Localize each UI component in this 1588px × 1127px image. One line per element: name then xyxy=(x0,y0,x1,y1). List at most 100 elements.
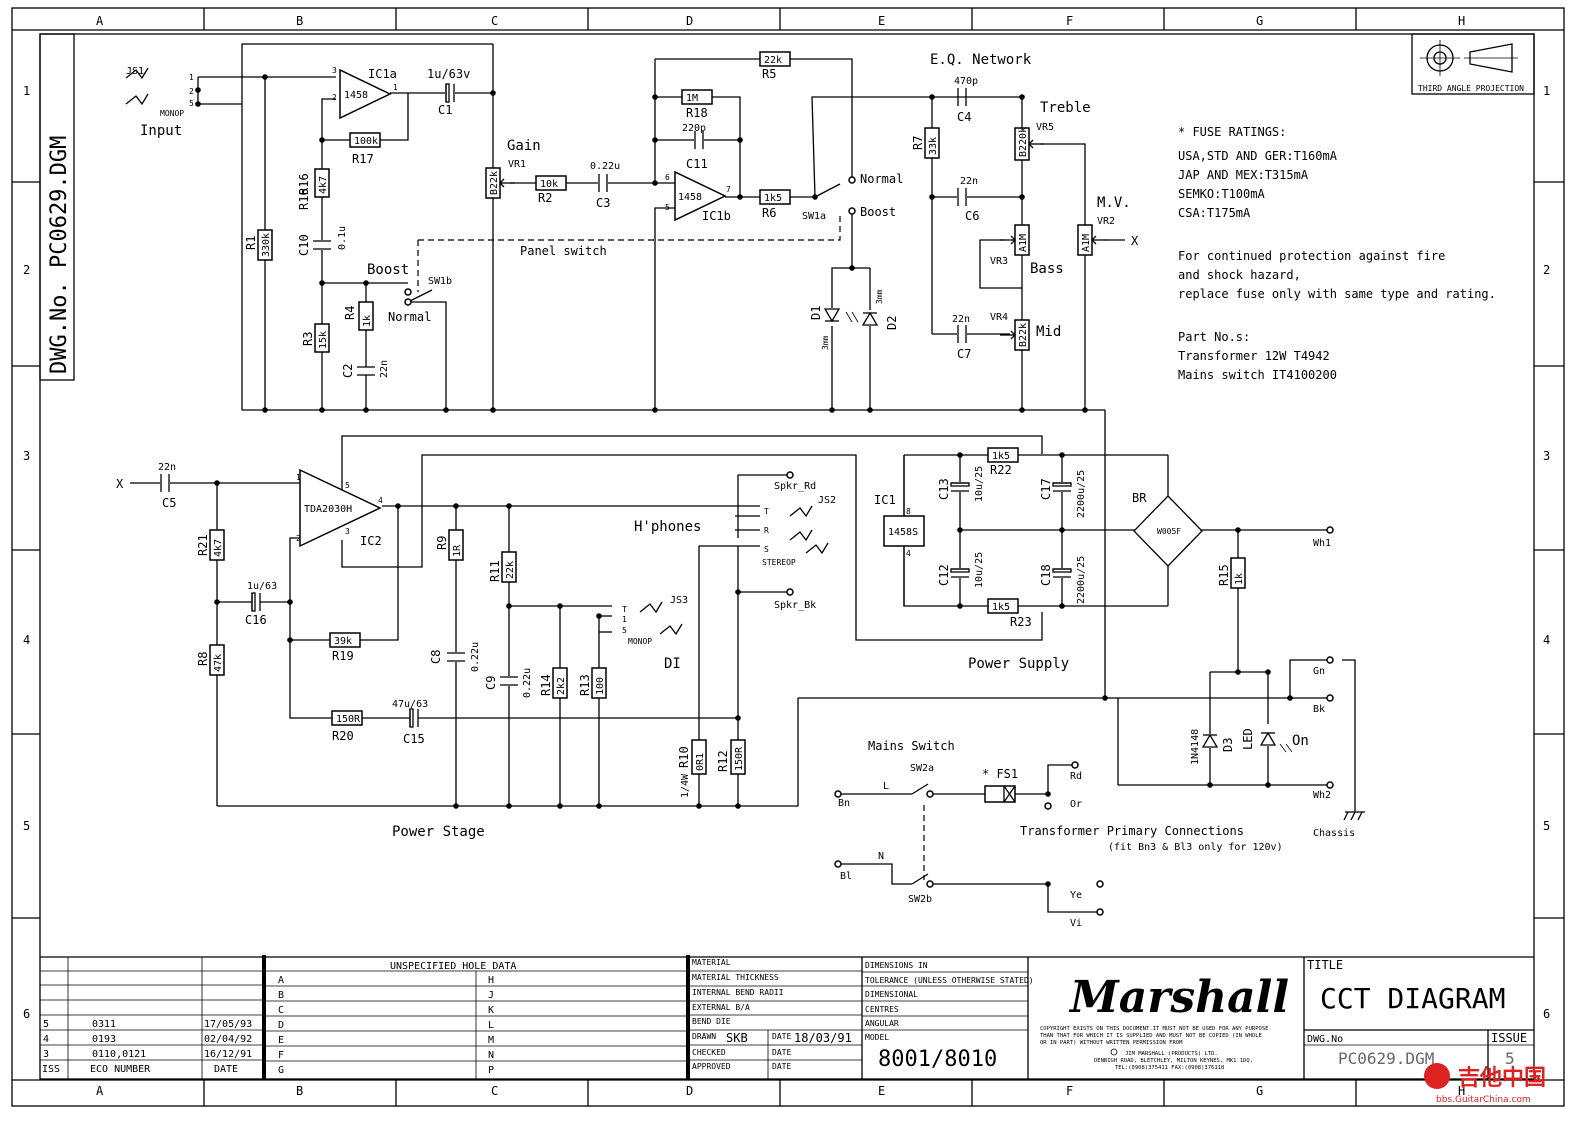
junction-dot xyxy=(1235,527,1241,533)
grid-column-label: E xyxy=(878,1084,885,1098)
warning-line: and shock hazard, xyxy=(1178,268,1301,282)
js3-label: JS3 xyxy=(670,595,688,606)
power-supply-title: Power Supply xyxy=(968,656,1069,672)
vr3-bass-pot-value: A1M xyxy=(1018,234,1029,252)
terminal xyxy=(1326,781,1334,789)
model-number: 8001/8010 xyxy=(878,1047,997,1072)
r10-rating: 1/4W xyxy=(680,773,691,798)
r13-label: R13 xyxy=(578,674,592,696)
header-iss: ISS xyxy=(42,1064,60,1075)
terminal xyxy=(404,298,412,306)
junction-dot xyxy=(596,613,602,619)
drawn-date-label: DATE xyxy=(772,1032,791,1041)
tolerance-label: TOLERANCE (UNLESS OTHERWISE STATED) xyxy=(865,976,1034,985)
ic2-pin: 3 xyxy=(345,527,350,536)
title-block: UNSPECIFIED HOLE DATA MATERIAL MATERIAL … xyxy=(40,955,1546,1105)
c10-value: 0.1u xyxy=(337,226,348,250)
treble-label: Treble xyxy=(1040,100,1091,116)
terminal xyxy=(404,288,412,296)
sw1b-switch-arm[interactable] xyxy=(407,289,433,303)
vr5-treble-pot[interactable]: B220k xyxy=(1014,127,1044,161)
r10-resistor: 0R1 xyxy=(691,739,707,775)
led-indicator xyxy=(1259,731,1277,746)
d1-label: D1 xyxy=(809,306,823,320)
grid-column-label: C xyxy=(491,14,498,28)
watermark-url: bbs.GuitarChina.com xyxy=(1436,1095,1531,1105)
r4-resistor: 1k xyxy=(358,301,374,331)
primary-connections-title: Transformer Primary Connections xyxy=(1020,824,1244,838)
junctions xyxy=(195,74,1293,887)
r21-label: R21 xyxy=(196,534,210,556)
drawing-title: CCT DIAGRAM xyxy=(1320,982,1505,1015)
r14-resistor-value: 2k2 xyxy=(556,677,567,695)
js1-monop: MONOP xyxy=(160,109,184,118)
c5-capacitor xyxy=(160,474,170,492)
c7-label: C7 xyxy=(957,347,971,361)
junction-dot xyxy=(929,194,935,200)
junction-dot xyxy=(319,137,325,143)
ic1a-pin1: 1 xyxy=(393,83,398,92)
r9-resistor-value: 1R xyxy=(452,544,463,557)
r22-resistor: 1k5 xyxy=(987,447,1019,463)
wire-rd: Rd xyxy=(1070,771,1082,782)
js2-ring xyxy=(789,529,813,542)
r4-resistor-value: 1k xyxy=(362,315,373,327)
sw1a-switch-arm[interactable] xyxy=(814,183,841,198)
js2-label: JS2 xyxy=(818,495,836,506)
dwg-number-vertical: DWG.No. PC0629.DGM xyxy=(47,136,72,374)
centres-label: CENTRES xyxy=(865,1005,899,1014)
js3-tip xyxy=(639,601,663,614)
d1-size: 3mm xyxy=(821,335,830,350)
labels: JS1 MONOP Input 1 2 5 1u/63v C1 R17 Boos… xyxy=(116,52,1496,929)
preamp-wiring xyxy=(197,43,1105,411)
wire-wh1: Wh1 xyxy=(1313,538,1331,549)
terminal xyxy=(848,176,856,184)
r17-resistor-value: 100k xyxy=(354,136,378,147)
part-number-line: Mains switch IT4100200 xyxy=(1178,368,1337,382)
vr3-bass-pot[interactable]: A1M xyxy=(1000,224,1030,256)
grid-row-label: 2 xyxy=(1543,263,1550,277)
panel-switch-label: Panel switch xyxy=(520,244,607,258)
vr3-label: VR3 xyxy=(990,256,1008,267)
r9-label: R9 xyxy=(435,536,449,550)
bridge-rectifier: W005F BR xyxy=(1132,491,1203,567)
r21-resistor-value: 4k7 xyxy=(213,539,224,557)
watermark-text: 吉他中国 xyxy=(1458,1065,1546,1091)
r3-resistor-value: 15k xyxy=(318,331,329,349)
vr2-master-volume-pot[interactable]: A1M xyxy=(1077,224,1107,256)
c5-label: C5 xyxy=(162,496,176,510)
js3-pin-t: T xyxy=(622,605,627,614)
power-supply-wiring xyxy=(903,410,1365,821)
c1-capacitor xyxy=(445,83,455,103)
js3-pin-5: 5 xyxy=(622,626,627,635)
grid-row-label: 6 xyxy=(23,1007,30,1021)
vr4-mid-pot[interactable]: B22k xyxy=(1000,319,1030,351)
r6-resistor-value: 1k5 xyxy=(764,193,782,204)
line-l: L xyxy=(883,781,889,792)
hole-letter-left: D xyxy=(278,1020,284,1031)
terminals xyxy=(404,176,1334,916)
junction-dot xyxy=(735,589,741,595)
c6-capacitor xyxy=(957,188,967,206)
junction-dot xyxy=(214,480,220,486)
vr1-label: VR1 xyxy=(508,159,526,170)
c13-label: C13 xyxy=(937,478,951,500)
approved-label: APPROVED xyxy=(692,1062,731,1071)
terminal xyxy=(834,790,842,798)
c12-label: C12 xyxy=(937,564,951,586)
r11-resistor-value: 22k xyxy=(505,561,516,579)
r3-label: R3 xyxy=(301,332,315,346)
ic1-pin4: 4 xyxy=(906,549,911,558)
junction-dot xyxy=(1102,695,1108,701)
r2-resistor-value: 10k xyxy=(540,179,558,190)
vr1-gain-pot[interactable]: B22k xyxy=(485,167,515,199)
c7-capacitor xyxy=(957,325,967,343)
vr5-label: VR5 xyxy=(1036,122,1054,133)
sw1a-label: SW1a xyxy=(802,211,826,222)
grid-row-label: 3 xyxy=(23,449,30,463)
c15-value: 47u/63 xyxy=(392,699,428,710)
terminal xyxy=(926,880,934,888)
junction-dot xyxy=(490,90,496,96)
ic1b-label: IC1b xyxy=(702,209,731,223)
